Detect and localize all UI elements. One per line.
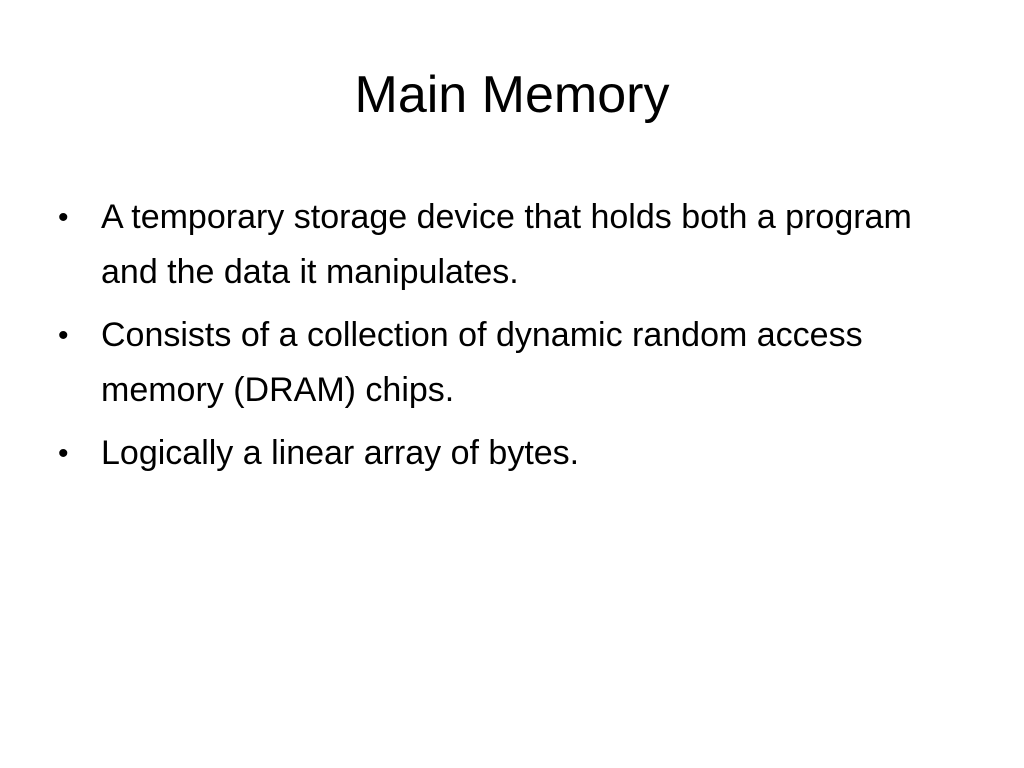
bullet-item: • Consists of a collection of dynamic ra… [58,308,958,418]
bullet-item: • A temporary storage device that holds … [58,190,958,300]
bullet-icon: • [58,201,69,234]
bullet-item: • Logically a linear array of bytes. [58,426,958,481]
bullet-text: Logically a linear array of bytes. [101,434,580,472]
bullet-icon: • [58,319,69,352]
bullet-icon: • [58,437,69,470]
bullet-text: A temporary storage device that holds bo… [101,198,912,291]
bullet-list: • A temporary storage device that holds … [58,190,958,489]
slide-title: Main Memory [354,66,670,124]
bullet-text: Consists of a collection of dynamic rand… [101,316,863,409]
